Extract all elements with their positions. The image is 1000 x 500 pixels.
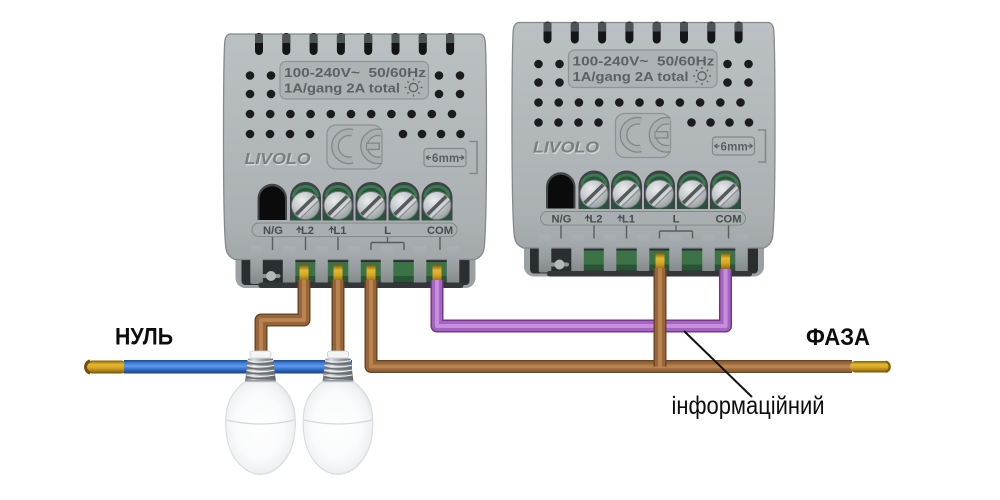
svg-text:100-240V~ 50/60Hz: 100-240V~ 50/60Hz: [284, 65, 426, 80]
svg-text:L: L: [384, 225, 391, 237]
svg-text:LIVOLO: LIVOLO: [246, 152, 312, 169]
svg-text:інформаційний: інформаційний: [672, 392, 825, 420]
svg-text:L2: L2: [301, 225, 314, 237]
svg-text:L1: L1: [333, 225, 346, 237]
svg-text:N/G: N/G: [263, 225, 283, 237]
svg-text:1A/gang 2A total: 1A/gang 2A total: [284, 81, 400, 96]
svg-text:ФАЗА: ФАЗА: [806, 324, 870, 351]
svg-text:НУЛЬ: НУЛЬ: [115, 324, 173, 351]
svg-text:COM: COM: [427, 225, 453, 237]
svg-text:6mm: 6mm: [432, 153, 459, 165]
svg-text:LIVOLO: LIVOLO: [245, 151, 311, 168]
